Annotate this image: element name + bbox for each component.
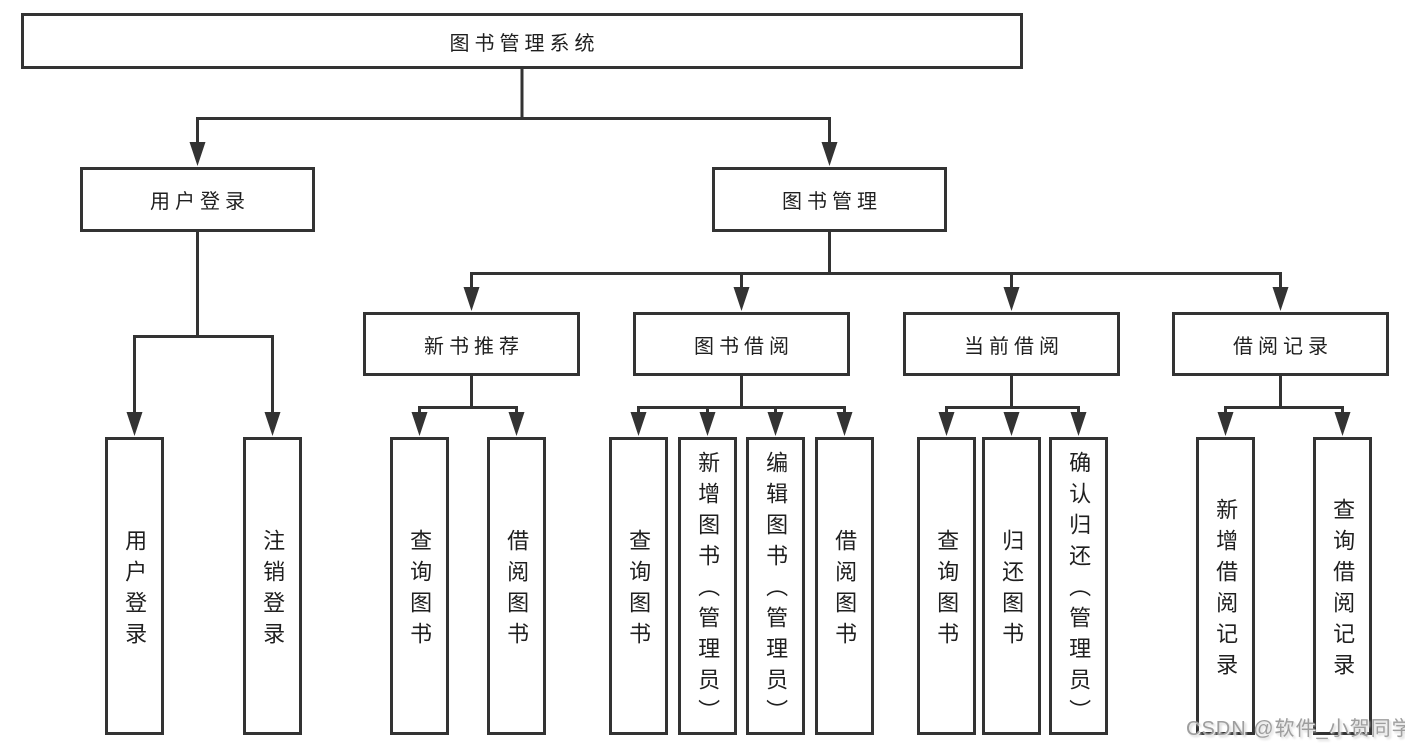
node-label: 新增图书（管理员） — [695, 451, 721, 730]
node-label: 新书推荐 — [424, 335, 524, 358]
node-user-login: 用户登录 — [80, 167, 315, 232]
node-book-borrowing: 图书借阅 — [633, 312, 850, 376]
leaf-records-query-borrow-record: 查询借阅记录 — [1313, 437, 1372, 735]
node-label: 图书管理 — [782, 191, 882, 213]
node-label: 新增借阅记录 — [1213, 497, 1239, 684]
node-current-borrowing: 当前借阅 — [903, 312, 1120, 376]
node-label: 借阅图书 — [504, 528, 530, 653]
leaf-borrowing-add-books-admin: 新增图书（管理员） — [678, 437, 737, 735]
node-label: 查询借阅记录 — [1330, 497, 1356, 684]
node-label: 编辑图书（管理员） — [763, 451, 789, 730]
node-label: 借阅记录 — [1233, 335, 1333, 358]
connector-path — [133, 66, 1344, 414]
leaf-borrowing-edit-books-admin: 编辑图书（管理员） — [746, 437, 805, 735]
leaf-recommend-borrow-books: 借阅图书 — [487, 437, 546, 735]
node-borrowing-records: 借阅记录 — [1172, 312, 1389, 376]
node-label: 查询图书 — [626, 528, 652, 653]
node-label: 用户登录 — [122, 528, 148, 653]
node-label: 当前借阅 — [964, 335, 1064, 358]
node-label: 图书管理系统 — [449, 32, 600, 55]
node-label: 用户登录 — [150, 191, 250, 213]
node-label: 确认归还（管理员） — [1066, 451, 1092, 730]
csdn-watermark: CSDN @软件_小贺同学 — [1186, 718, 1405, 740]
arrowheads — [126, 142, 1351, 436]
node-library-management-system: 图书管理系统 — [21, 13, 1023, 69]
node-new-book-recommendation: 新书推荐 — [363, 312, 580, 376]
node-label: 注销登录 — [260, 528, 286, 653]
leaf-borrowing-borrow-books: 借阅图书 — [815, 437, 874, 735]
leaf-borrowing-query-books: 查询图书 — [609, 437, 668, 735]
leaf-current-query-books: 查询图书 — [917, 437, 976, 735]
leaf-logout-login: 注销登录 — [243, 437, 302, 735]
node-label: 查询图书 — [934, 528, 960, 653]
node-book-management: 图书管理 — [712, 167, 947, 232]
leaf-current-confirm-return-admin: 确认归还（管理员） — [1049, 437, 1108, 735]
leaf-user-login: 用户登录 — [105, 437, 164, 735]
leaf-current-return-books: 归还图书 — [982, 437, 1041, 735]
leaf-records-add-borrow-record: 新增借阅记录 — [1196, 437, 1255, 735]
node-label: 借阅图书 — [832, 528, 858, 653]
leaf-recommend-query-books: 查询图书 — [390, 437, 449, 735]
node-label: 图书借阅 — [694, 335, 794, 358]
node-label: 查询图书 — [407, 528, 433, 653]
node-label: 归还图书 — [999, 528, 1025, 653]
